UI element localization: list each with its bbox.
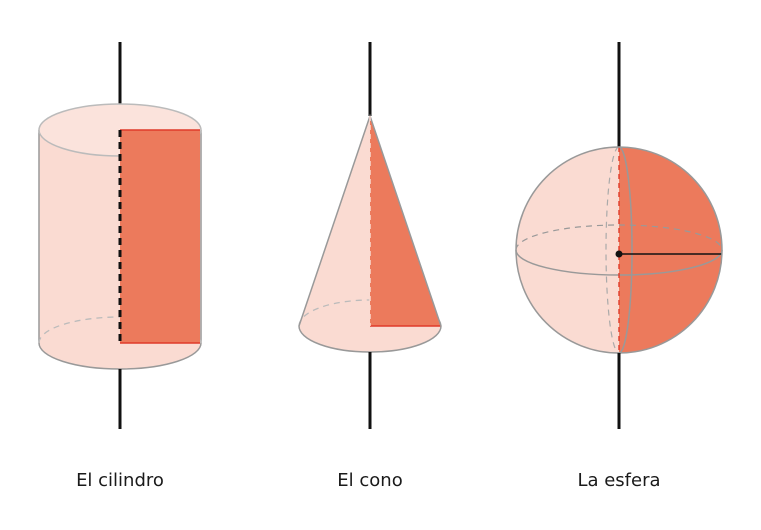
sphere-caption: La esfera <box>577 470 661 491</box>
sphere-center-point <box>615 250 623 258</box>
sphere-equator-back <box>515 224 723 251</box>
sphere-meridian-back <box>605 146 620 354</box>
sphere-meridian-front <box>618 146 633 354</box>
cone-figure <box>298 42 442 429</box>
cylinder-rotated-rectangle <box>120 130 200 343</box>
cylinder-caption: El cilindro <box>76 470 164 491</box>
cone-caption: El cono <box>337 470 403 491</box>
sphere-figure <box>515 42 723 429</box>
sphere-rotated-semicircle <box>619 147 722 353</box>
cylinder-figure <box>38 42 202 429</box>
